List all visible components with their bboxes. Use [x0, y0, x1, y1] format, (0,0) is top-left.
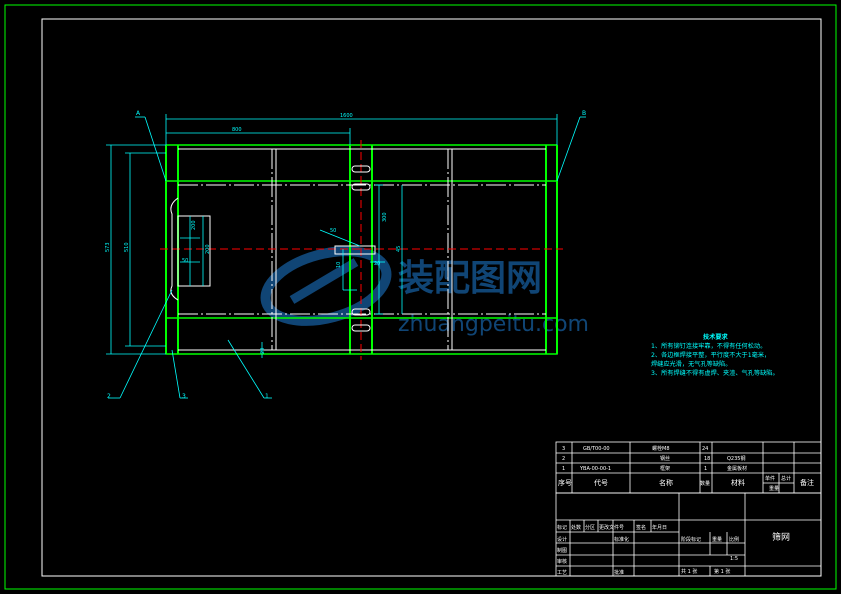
- panel-frame: [160, 140, 563, 360]
- tb-sheets-total: 共 1 张: [681, 568, 697, 575]
- notes-line-3: 焊缝应光滑，无气孔等缺陷。: [651, 360, 731, 368]
- outer-border: [4, 4, 837, 590]
- label-1: 1: [265, 393, 269, 400]
- bom-header-material: 材料: [731, 478, 745, 487]
- bom-seq-2: 2: [562, 456, 565, 462]
- dim-left-section: 800: [232, 127, 242, 133]
- label-3: 3: [182, 393, 186, 400]
- tb-drawing-name: 筛网: [772, 531, 790, 543]
- tb-change-doc: 更改文件号: [599, 524, 624, 531]
- bom-header-total: 总计: [781, 475, 791, 482]
- bom-text: 3 GB/T00-00 螺栓M8 24 2 钢丝 18 Q235钢 1 YBA-…: [562, 445, 747, 472]
- dim-slot-w: 20: [374, 261, 380, 267]
- tb-check: 审核: [557, 558, 567, 565]
- notes-title: 技术要求: [703, 333, 729, 341]
- bom-seq-1: 1: [562, 466, 565, 472]
- dim-right-v2: 45: [396, 246, 402, 252]
- tb-stage-mark: 阶段标记: [681, 536, 701, 543]
- notes-line-2: 2、各边框焊接平整，平行度不大于1毫米，: [651, 351, 770, 359]
- dim-overall-width: 1600: [340, 113, 353, 119]
- tb-draw: 制图: [557, 547, 567, 554]
- bom-header-name: 名称: [659, 478, 673, 487]
- watermark: 装配图网 zhuangpeitu.com: [260, 246, 589, 337]
- bom-code-1: YBA-00-00-1: [579, 466, 611, 472]
- title-block: [555, 492, 822, 577]
- dimensions: [106, 114, 558, 358]
- label-b: B: [582, 110, 586, 117]
- leaders: [108, 116, 586, 399]
- watermark-en: zhuangpeitu.com: [398, 312, 589, 337]
- balloon-labels: A B 2 3 1: [107, 110, 586, 400]
- bom-header: 序号 代号 名称 数量 材料 单件 总计 重量 备注: [558, 475, 814, 492]
- bom-header-remark: 备注: [800, 478, 814, 487]
- bom-material-2: Q235钢: [727, 455, 745, 462]
- tb-weight: 重量: [712, 536, 722, 543]
- bom-code-3: GB/T00-00: [583, 446, 610, 452]
- bom-qty-2: 18: [704, 456, 710, 462]
- dim-inner-height: 510: [124, 242, 130, 252]
- bom-seq-3: 3: [562, 446, 565, 452]
- tb-mark: 标记: [557, 524, 567, 531]
- tb-sheet-no: 第 1 张: [714, 568, 730, 575]
- label-2: 2: [107, 393, 111, 400]
- dim-overall-height: 573: [105, 242, 111, 252]
- technical-notes: 技术要求 1、所有铆钉连接牢靠，不得有任何松动。 2、各边框焊接平整，平行度不大…: [651, 333, 779, 377]
- notes-line-4: 3、所有焊缝不得有虚焊、夹渣、气孔等缺陷。: [651, 369, 779, 377]
- bom-name-2: 钢丝: [660, 455, 670, 462]
- watermark-cn: 装配图网: [398, 258, 542, 299]
- bom-header-seq: 序号: [558, 478, 572, 487]
- dim-right-v1: 300: [382, 212, 388, 222]
- tb-scale: 比例: [729, 536, 739, 543]
- bom-qty-3: 24: [702, 446, 708, 452]
- label-a: A: [136, 110, 141, 117]
- dim-hole: 10: [336, 262, 342, 268]
- bom-header-single: 单件: [765, 475, 775, 482]
- tb-design: 设计: [557, 536, 567, 543]
- bom-material-1: 金属板材: [727, 465, 747, 472]
- dimension-labels: 1600 800 573 510 200 200 50 300 45 50 10…: [105, 113, 402, 354]
- bom-name-3: 螺栓M8: [652, 445, 670, 452]
- tb-craft: 工艺: [557, 570, 567, 576]
- bom-header-qty: 数量: [700, 480, 710, 487]
- tb-count: 处数: [571, 524, 581, 531]
- tb-sign: 签名: [636, 524, 646, 531]
- dim-panel-h2: 200: [205, 244, 211, 254]
- tb-approve: 批准: [614, 569, 624, 576]
- bom-name-1: 框架: [660, 465, 670, 472]
- title-block-text: 标记 处数 分区 更改文件号 签名 年月日 设计 标准化 制图 审核 工艺 批准…: [557, 524, 790, 576]
- bom-header-weight: 重量: [769, 485, 779, 492]
- tb-standardize: 标准化: [614, 536, 629, 543]
- notes-line-1: 1、所有铆钉连接牢靠，不得有任何松动。: [651, 342, 766, 350]
- tb-date: 年月日: [652, 524, 667, 531]
- bom-header-code: 代号: [594, 478, 608, 487]
- dim-small-w: 50: [182, 258, 188, 264]
- inner-border: [41, 18, 822, 577]
- dim-small-h2: 20: [260, 348, 266, 354]
- dim-small-h1: 50: [330, 228, 336, 234]
- tb-scale-value: 1:5: [730, 556, 738, 562]
- tb-zone: 分区: [585, 524, 595, 531]
- dim-panel-h1: 200: [191, 220, 197, 230]
- bom-qty-1: 1: [704, 466, 707, 472]
